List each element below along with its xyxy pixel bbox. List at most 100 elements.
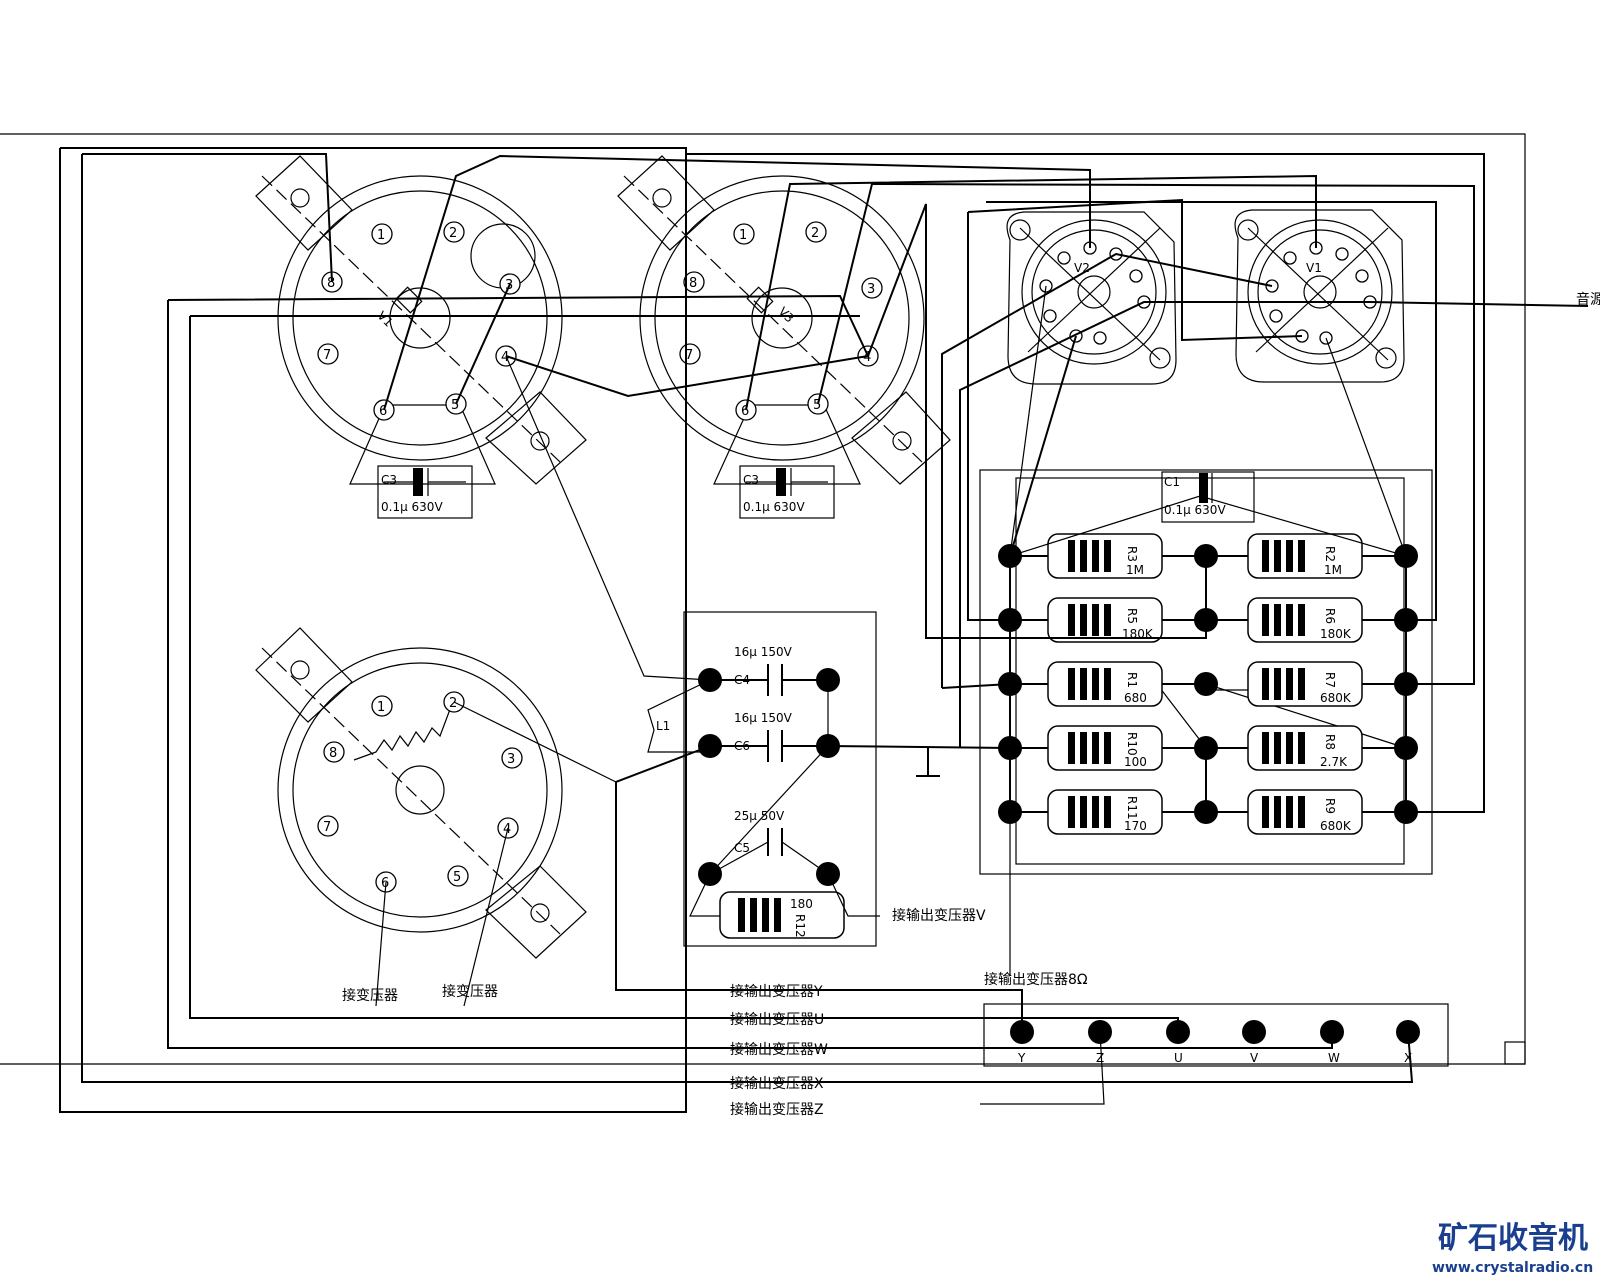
pin-label: 1 — [377, 228, 385, 243]
pin-label: 5 — [453, 870, 461, 885]
label-out-8ohm: 接输出变压器8Ω — [984, 971, 1088, 988]
c5-name: C5 — [734, 841, 750, 855]
pin — [1283, 251, 1297, 265]
terminal-label: V — [1250, 1051, 1259, 1065]
pin-3 — [501, 747, 523, 769]
c6-value: 16μ 150V — [734, 711, 793, 725]
resistor-value: 680K — [1320, 691, 1352, 705]
pin — [1355, 269, 1369, 283]
pin-label: 4 — [501, 350, 509, 365]
terminal-strip: Y Z U V W X — [983, 1003, 1449, 1067]
pin-label: 6 — [379, 404, 387, 419]
terminal-label: X — [1404, 1051, 1412, 1065]
c3-value: 0.1μ 630V — [381, 500, 443, 514]
terminal-label: Z — [1096, 1051, 1104, 1065]
resistor-board: C1 0.1μ 630V — [979, 469, 1433, 875]
pin — [1269, 309, 1283, 323]
pin — [1335, 247, 1349, 261]
c1-name: C1 — [1164, 475, 1180, 489]
resistor-name: R5 — [1125, 608, 1139, 624]
pin — [1057, 251, 1071, 265]
pin-5 — [447, 865, 469, 887]
resistor-r11: R11 170 — [1047, 789, 1163, 835]
resistor-name: R1 — [1125, 672, 1139, 688]
tube-socket-v1: V1 1 2 3 4 5 6 7 8 C3 0.1μ 630V — [255, 155, 587, 519]
pin-label: 5 — [813, 398, 821, 413]
transformer-label-1: 接变压器 — [342, 987, 398, 1004]
resistor-r5: R5 180K — [1047, 597, 1163, 643]
watermark-name: 矿石收音机 — [1438, 1221, 1588, 1256]
tube-label: V3 — [776, 304, 797, 325]
resistor-r3: R3 1M — [1047, 533, 1163, 579]
pin-label: 2 — [449, 226, 457, 241]
terminal-label: W — [1328, 1051, 1340, 1065]
ground-symbol — [827, 745, 1011, 777]
pin-7 — [317, 815, 339, 837]
watermark-url: www.crystalradio.cn — [1432, 1260, 1593, 1276]
resistor-r7: R7 680K — [1247, 661, 1363, 707]
pin-3 — [861, 277, 883, 299]
pin-label: 8 — [689, 276, 697, 291]
terminal-label: Y — [1017, 1051, 1026, 1065]
pin — [1043, 309, 1057, 323]
c6-name: C6 — [734, 739, 750, 753]
label-out-v: 接输出变压器V — [892, 907, 986, 924]
pin-label: 4 — [863, 350, 871, 365]
pin — [1129, 269, 1143, 283]
transformer-label-2: 接变压器 — [442, 983, 498, 1000]
pin-1 — [371, 695, 393, 717]
resistor-name: R10 — [1125, 732, 1139, 756]
c5-value: 25μ 50V — [734, 809, 785, 823]
resistor-r12: 180 R12 — [719, 891, 845, 939]
c3-value: 0.1μ 630V — [743, 500, 805, 514]
label-out-x: 接输出变压器X — [730, 1075, 824, 1092]
resistor-value: 680 — [1124, 691, 1147, 705]
c4-value: 16μ 150V — [734, 645, 793, 659]
c3-name: C3 — [743, 473, 759, 487]
terminal-v — [1242, 1020, 1266, 1044]
resistor-value: 100 — [1124, 755, 1147, 769]
resistor-name: R9 — [1323, 798, 1337, 814]
label-input: 音源 — [1576, 291, 1600, 308]
c4-name: C4 — [734, 673, 750, 687]
label-out-u: 接输出变压器U — [730, 1011, 824, 1028]
resistor-name: R11 — [1125, 796, 1139, 820]
tube-label: V1 — [1306, 261, 1322, 275]
resistor-r10: R10 100 — [1047, 725, 1163, 771]
tube-label: V1 — [375, 309, 396, 330]
resistor-name: R7 — [1323, 672, 1337, 688]
resistor-name: R2 — [1323, 546, 1337, 562]
pin-label: 1 — [377, 700, 385, 715]
pin — [1093, 331, 1107, 345]
pin-label: 5 — [451, 398, 459, 413]
pin-8 — [683, 271, 705, 293]
resistor-r9: R9 680K — [1247, 789, 1363, 835]
pin-label: 7 — [685, 348, 693, 363]
pin-label: 8 — [329, 746, 337, 761]
terminal-label: U — [1174, 1051, 1183, 1065]
resistor-value: 1M — [1126, 563, 1144, 577]
watermark: 矿石收音机 www.crystalradio.cn — [1432, 1221, 1593, 1276]
pin-2 — [443, 221, 465, 243]
resistor-value: 1M — [1324, 563, 1342, 577]
pin-label: 7 — [323, 348, 331, 363]
resistor-name: R6 — [1323, 608, 1337, 624]
tube-socket-v2: V2 — [1006, 211, 1177, 385]
c1-value: 0.1μ 630V — [1164, 503, 1226, 517]
c3-name: C3 — [381, 473, 397, 487]
resistor-r6: R6 180K — [1247, 597, 1363, 643]
resistor-name: R8 — [1323, 734, 1337, 750]
capacitor-board: 16μ 150V C4 16μ 150V C6 L1 25μ 50V C5 18… — [647, 611, 986, 947]
resistor-value: 680K — [1320, 819, 1352, 833]
label-out-y: 接输出变压器Y — [730, 983, 823, 1000]
board-outline — [0, 133, 1526, 1065]
socket-pins — [317, 691, 523, 893]
pin-2 — [805, 221, 827, 243]
pin-label: 6 — [741, 404, 749, 419]
pin-label: 2 — [811, 226, 819, 241]
pin-label: 7 — [323, 820, 331, 835]
pin-label: 3 — [507, 752, 515, 767]
label-out-z: 接输出变压器Z — [730, 1101, 824, 1118]
resistor-value: 2.7K — [1320, 755, 1348, 769]
pin-7 — [317, 343, 339, 365]
